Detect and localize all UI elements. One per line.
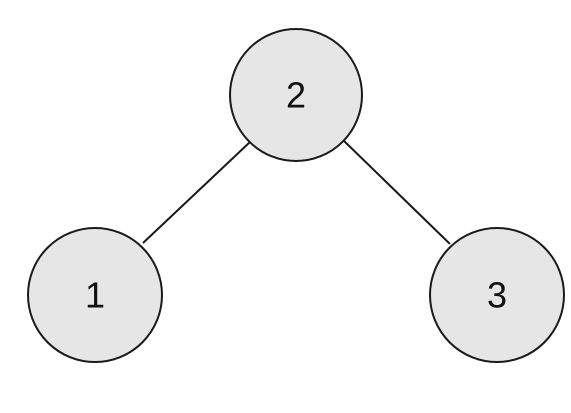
tree-node-root: 2 bbox=[229, 28, 363, 162]
tree-node-left: 1 bbox=[27, 227, 163, 363]
edge-root-right bbox=[342, 139, 451, 245]
node-label-left: 1 bbox=[85, 275, 105, 316]
edge-root-left bbox=[142, 141, 251, 244]
tree-node-right: 3 bbox=[429, 227, 565, 363]
node-label-right: 3 bbox=[487, 275, 507, 316]
node-circle-root bbox=[229, 28, 363, 162]
node-label-root: 2 bbox=[286, 75, 306, 116]
node-circle-right bbox=[429, 227, 565, 363]
node-circle-left bbox=[27, 227, 163, 363]
